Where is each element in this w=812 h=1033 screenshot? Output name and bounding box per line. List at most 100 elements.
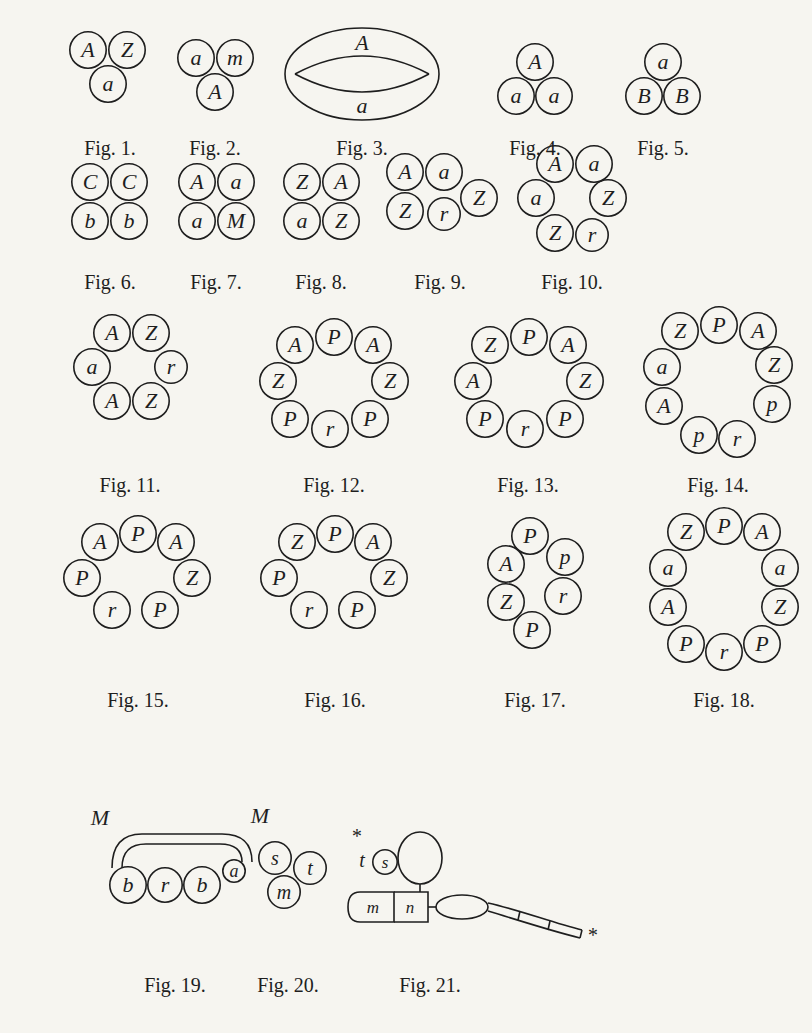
letter-text: Z [296,171,308,193]
letter-text: p [694,424,705,446]
letter-circle: t [293,851,327,885]
outline-line [348,892,394,922]
letter-circle: A [178,163,216,201]
circle-line [70,32,106,68]
circle-line [576,146,612,182]
letter-circle: r [506,410,544,448]
circle-line [178,40,214,76]
letter-text: t [307,858,313,878]
letter-circle: a [425,153,463,191]
letter-circle: P [546,400,584,438]
letter-text: Z [500,591,512,613]
circle-line [323,203,359,239]
letter-circle: Z [755,346,793,384]
letter-text: P [522,326,535,348]
stalk-tick [518,911,520,920]
circle-line [111,203,147,239]
circle-line [507,411,543,447]
circle-line [668,626,704,662]
letter-circle: a [644,43,682,81]
figure-caption: Fig. 5. [637,138,689,158]
circle-line [64,560,100,596]
letter-text: a [511,85,522,107]
letter-text: P [328,523,341,545]
letter-circle: P [316,515,354,553]
letter-circle: A [354,523,392,561]
letter-circle: A [157,523,195,561]
circle-line [291,592,327,628]
letter-circle: a [73,348,111,386]
letter-circle: A [81,523,119,561]
circle-line [120,516,156,552]
circle-line [488,546,524,582]
letter-circle: Z [536,214,574,252]
letter-text: Z [680,521,692,543]
letter-text: A [657,395,670,417]
figure-caption: Fig. 8. [295,272,347,292]
letter-text: P [679,633,692,655]
circle-line [646,388,682,424]
letter-text: Z [291,531,303,553]
circle-line [467,401,503,437]
letter-text: A [190,171,203,193]
letter-circle: r [311,410,349,448]
letter-text: Z [484,334,496,356]
letter-text: r [720,641,729,663]
letter-text: P [478,408,491,430]
letter-text: P [363,408,376,430]
letter-circle: Z [283,163,321,201]
letter-text: b [85,210,96,232]
letter-text: s [271,848,279,868]
circle-line [284,203,320,239]
circle-line [72,164,108,200]
letter-text: P [525,619,538,641]
letter-circle: P [705,507,743,545]
circle-line [536,78,572,114]
letter-text: P [131,523,144,545]
circle-line [260,363,296,399]
letter-text: A [751,320,764,342]
letter-text: m [277,882,291,902]
letter-circle: Z [667,513,705,551]
circle-line [662,313,698,349]
letter-circle: P [315,318,353,356]
cell-body [398,832,442,884]
letter-text: A [561,334,574,356]
letter-circle: A [549,326,587,364]
letter-circle: B [663,77,701,115]
letter-circle: P [63,559,101,597]
letter-circle: C [110,163,148,201]
circle-line [94,315,130,351]
letter-circle: p [753,385,791,423]
circle-line [428,198,460,230]
circle-line [387,154,423,190]
letter-circle: P [271,400,309,438]
letter-circle: Z [108,31,146,69]
letter-circle: Z [371,362,409,400]
letter-circle: b [183,866,221,904]
letter-circle: s [258,841,292,875]
circle-line [133,383,169,419]
letter-circle: A [93,382,131,420]
letter-text: P [283,408,296,430]
letter-text: Z [674,320,686,342]
letter-text: P [75,567,88,589]
letter-text: r [108,599,117,621]
circle-line [511,319,547,355]
letter-text: Z [602,187,614,209]
letter-text: A [661,596,674,618]
letter-text: Z [145,322,157,344]
figure-caption: Fig. 11. [100,475,161,495]
letter-text: B [675,85,688,107]
letter-circle: m [216,39,254,77]
circle-line [284,164,320,200]
circle-line [142,592,178,628]
mark-label: * [587,925,597,945]
letter-circle: a [222,859,246,883]
letter-text: A [93,531,106,553]
letter-text: Z [384,370,396,392]
circle-line [111,164,147,200]
letter-circle: Z [589,179,627,217]
circle-line [90,66,126,102]
circle-line [184,867,220,903]
